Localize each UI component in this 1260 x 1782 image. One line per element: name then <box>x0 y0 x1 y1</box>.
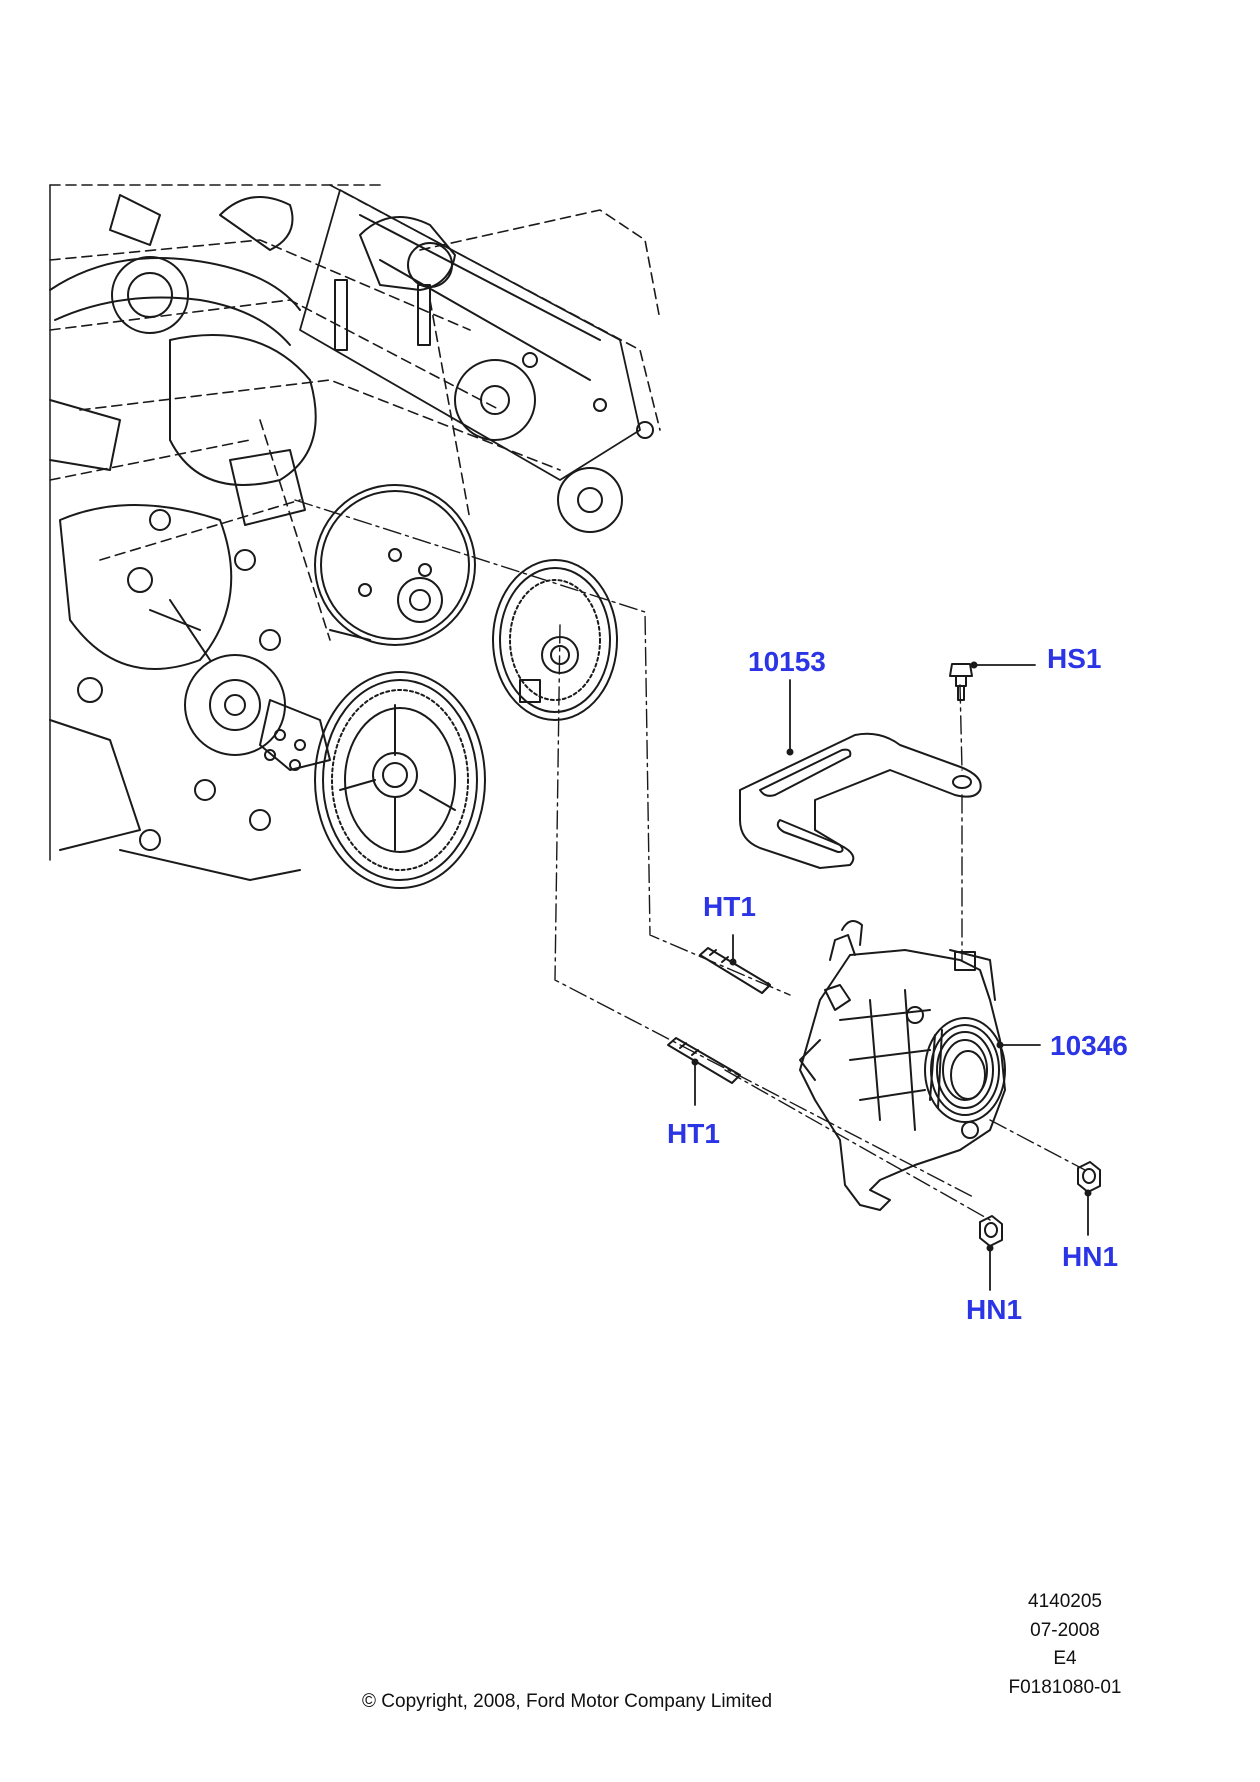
callout-nut-hn1-right: HN1 <box>1062 1241 1119 1272</box>
callout-leader-lines <box>694 664 1089 1291</box>
callout-bolt-hs1: HS1 <box>1047 643 1102 674</box>
reference-number: 4140205 <box>1028 1591 1102 1612</box>
stud-ht1-upper <box>699 947 771 994</box>
nut-hn1-right <box>1077 1161 1101 1193</box>
bolt-hs1 <box>949 663 973 701</box>
edition-code: E4 <box>1053 1648 1077 1669</box>
callout-stud-ht1-lower: HT1 <box>667 1118 720 1149</box>
engine-assembly <box>49 184 661 889</box>
callout-alternator-10346: 10346 <box>1050 1030 1128 1061</box>
copyright-notice: © Copyright, 2008, Ford Motor Company Li… <box>362 1691 773 1712</box>
document-reference-block: 4140205 07-2008 E4 F0181080-01 <box>990 1588 1140 1702</box>
figure-id: F0181080-01 <box>1008 1676 1122 1698</box>
revision-date: 07-2008 <box>1030 1619 1100 1641</box>
stud-ht1-lower <box>667 1037 741 1084</box>
nut-hn1-lower <box>979 1215 1003 1247</box>
callout-stud-ht1-upper: HT1 <box>703 891 756 922</box>
callout-nut-hn1-lower: HN1 <box>966 1294 1023 1325</box>
alternator-10346 <box>799 920 1006 1211</box>
bracket-10153 <box>739 732 982 869</box>
callout-bracket-10153: 10153 <box>748 646 826 677</box>
